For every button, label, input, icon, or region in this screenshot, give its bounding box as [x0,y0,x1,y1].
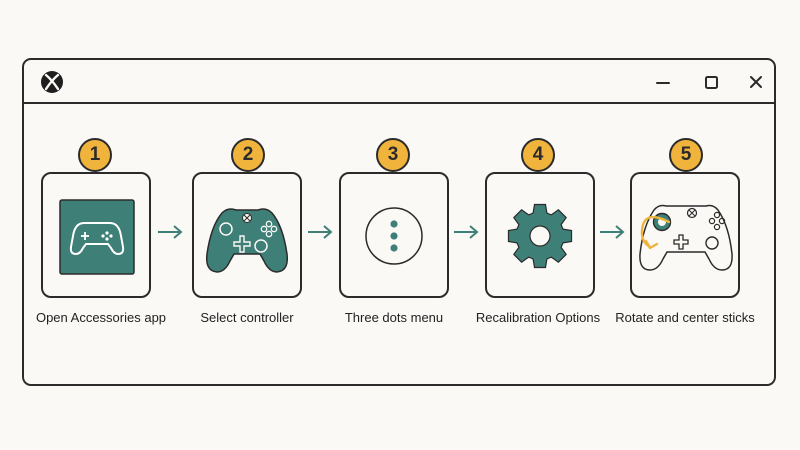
arrow-right-icon [158,225,183,239]
step-1-label: Open Accessories app [35,310,167,325]
step-3-badge: 3 [376,138,410,172]
stick-rotation-icon [639,204,733,271]
step-3-label: Three dots menu [344,310,444,325]
gear-icon [507,203,573,269]
step-1-badge: 1 [78,138,112,172]
arrow-right-icon [600,225,625,239]
arrow-right-icon [454,225,479,239]
accessories-app-icon [59,199,135,275]
xbox-logo-icon [40,70,64,94]
step-4-card[interactable] [485,172,595,298]
step-5-card[interactable] [630,172,740,298]
three-dots-icon [365,207,423,265]
step-2-label: Select controller [200,310,294,325]
step-4-label: Recalibration Options [475,310,601,325]
arrow-right-icon [308,225,333,239]
step-5-badge: 5 [669,138,703,172]
step-5-label: Rotate and center sticks [615,310,755,325]
step-2-card[interactable] [192,172,302,298]
minimize-icon [656,82,670,84]
step-2-badge: 2 [231,138,265,172]
title-bar [24,60,774,104]
close-button[interactable] [744,70,768,94]
minimize-button[interactable] [651,70,675,94]
step-1-card[interactable] [41,172,151,298]
maximize-button[interactable] [699,70,723,94]
step-3-card[interactable] [339,172,449,298]
maximize-icon [705,76,718,89]
controller-icon [205,208,289,273]
close-icon [750,76,762,88]
step-4-badge: 4 [521,138,555,172]
